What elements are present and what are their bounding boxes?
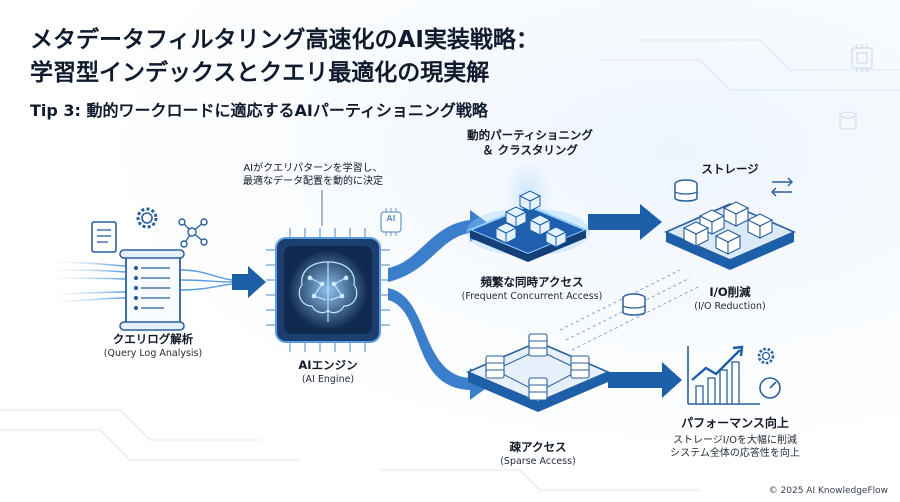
doc-output-streams: [179, 269, 233, 291]
io-reduction-label: I/O削減 (I/O Reduction): [672, 285, 788, 313]
gear-icon: [136, 207, 158, 229]
performance-title: パフォーマンス向上: [681, 416, 789, 430]
performance-desc-line-2: システム全体の応答性を向上: [670, 448, 800, 459]
arrow-to-sparse: [388, 288, 492, 400]
sparse-access-title: 疎アクセス: [509, 440, 567, 454]
dotted-connectors: [559, 269, 701, 351]
storage-label: ストレージ: [680, 162, 780, 177]
title-line-2: 学習型インデックスとクエリ最適化の現実解: [30, 60, 490, 86]
decor-chip-icon: [851, 44, 873, 72]
query-log-scroll: [119, 249, 185, 331]
title-line-1: メタデータフィルタリング高速化のAI実装戦略：: [30, 27, 539, 53]
ai-note-line-2: 最適なデータ配置を動的に決定: [243, 176, 383, 187]
partition-title-line-2: ＆ クラスタリング: [482, 143, 578, 157]
gauge-icon: [759, 377, 781, 399]
query-log-subtitle: (Query Log Analysis): [103, 348, 203, 359]
sparse-access-subtitle: (Sparse Access): [500, 456, 576, 467]
partition-label: 動的パーティショニング ＆ クラスタリング: [450, 128, 610, 158]
sparse-access-label: 疎アクセス (Sparse Access): [478, 440, 598, 468]
page-subtitle: Tip 3: 動的ワークロードに適応するAIパーティショニング戦略: [30, 101, 488, 120]
arrow-to-performance: [608, 362, 682, 398]
sparse-platform: [465, 333, 611, 412]
ai-engine-title: AIエンジン: [298, 358, 358, 372]
page-title: メタデータフィルタリング高速化のAI実装戦略： 学習型インデックスとクエリ最適化…: [30, 24, 539, 90]
storage-platform: [664, 201, 796, 270]
database-icon: [674, 179, 698, 202]
sync-arrows-icon: [771, 177, 793, 197]
ai-note-line-1: AIがクエリパターンを学習し、: [243, 163, 383, 174]
io-reduction-subtitle: (I/O Reduction): [694, 301, 766, 312]
io-reduction-title: I/O削減: [709, 285, 751, 299]
ai-engine-label: AIエンジン (AI Engine): [270, 358, 386, 386]
partition-title-line-1: 動的パーティショニング: [467, 128, 593, 142]
ai-engine-subtitle: (AI Engine): [301, 374, 355, 385]
gear-icon-2: [757, 347, 775, 365]
performance-chart-icon: [687, 345, 760, 405]
incoming-data-streams: [39, 261, 126, 303]
storage-cubes: [682, 201, 774, 255]
decor-database-icon: [839, 111, 857, 130]
arrow-to-ai-engine: [232, 266, 266, 298]
storage-title: ストレージ: [701, 162, 759, 176]
partition-platform: [466, 160, 590, 262]
ai-note: AIがクエリパターンを学習し、 最適なデータ配置を動的に決定: [243, 162, 383, 188]
arrow-to-partition: [388, 210, 492, 282]
database-icon-2: [622, 293, 646, 316]
frequent-access-subtitle: (Frequent Concurrent Access): [461, 291, 603, 302]
performance-desc-line-1: ストレージI/Oを大幅に削減: [673, 435, 797, 446]
ai-badge-icon: [380, 208, 402, 236]
circuit-traces: [0, 39, 900, 491]
copyright-footer: © 2025 AI KnowledgeFlow: [768, 486, 888, 496]
arrow-to-storage: [588, 204, 662, 240]
ai-badge-label: AI: [386, 214, 396, 223]
partition-cubes: [494, 190, 568, 248]
query-log-title: クエリログ解析: [112, 332, 194, 346]
frequent-access-label: 頻繁な同時アクセス (Frequent Concurrent Access): [452, 275, 612, 303]
brain-icon: [298, 261, 358, 322]
performance-label: パフォーマンス向上 ストレージI/Oを大幅に削減 システム全体の応答性を向上: [660, 416, 810, 460]
network-icon: [178, 218, 208, 248]
query-log-label: クエリログ解析 (Query Log Analysis): [88, 332, 218, 360]
sparse-server-stacks: [485, 333, 590, 401]
frequent-access-title: 頻繁な同時アクセス: [480, 275, 584, 289]
document-icon: [91, 221, 117, 253]
ai-engine-chip: [275, 237, 381, 343]
chip-pins: [266, 228, 390, 352]
